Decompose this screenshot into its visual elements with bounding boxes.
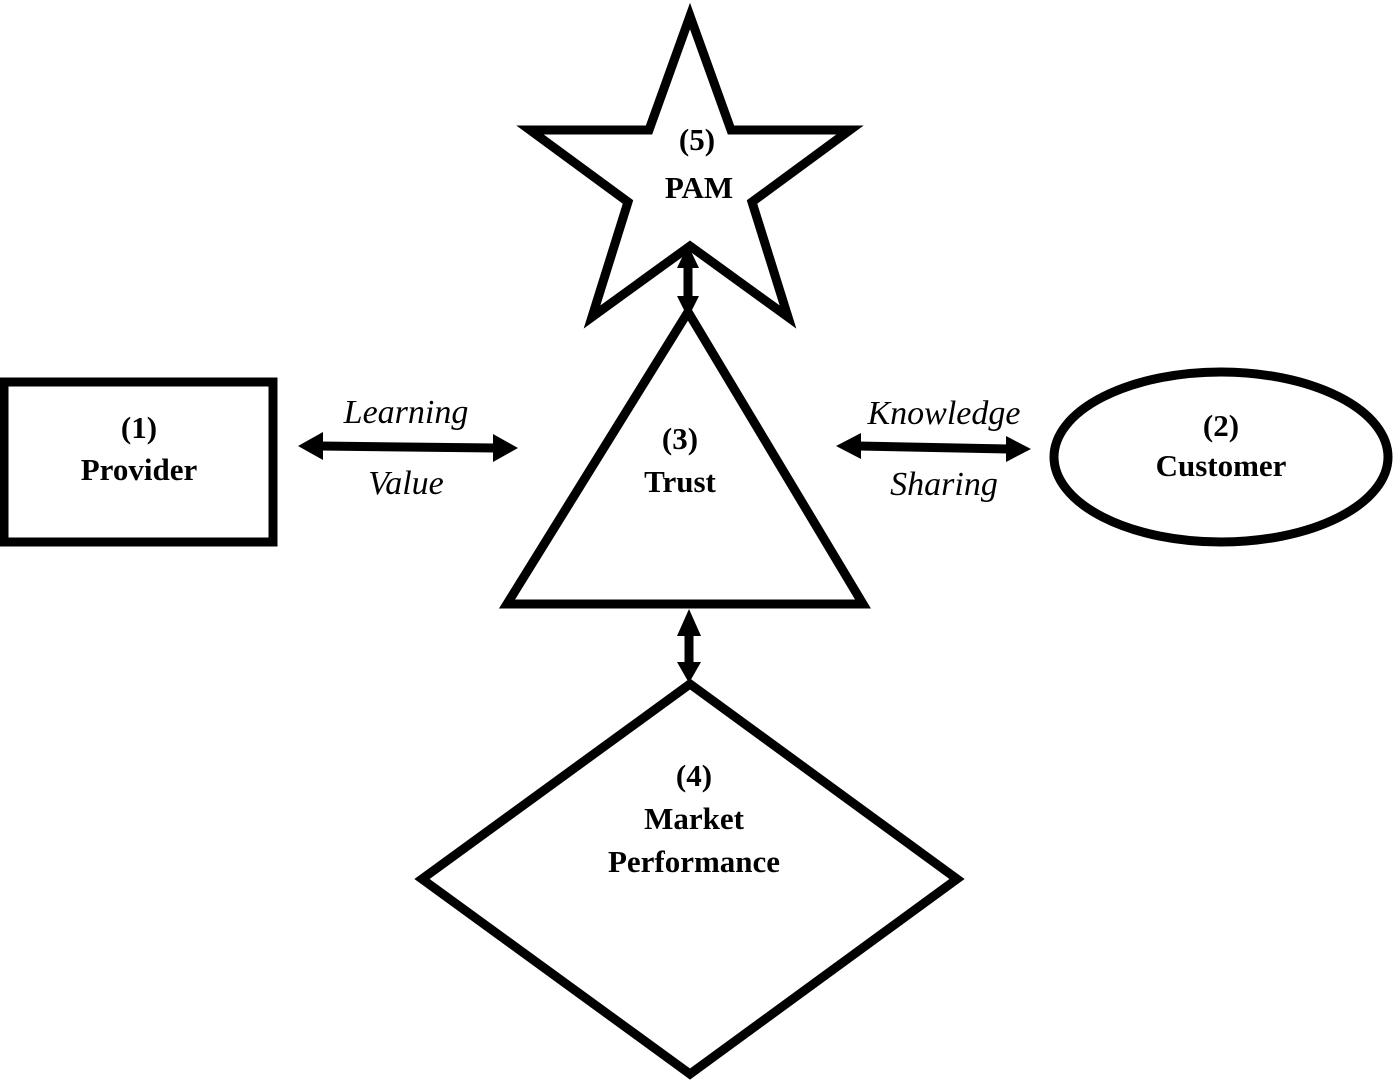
- node-customer[interactable]: (2) Customer: [1049, 367, 1393, 547]
- arrow-shaft: [319, 441, 496, 453]
- arrow-head-up-icon: [677, 245, 699, 268]
- edge-trust-pam[interactable]: [677, 245, 699, 318]
- arrow-head-left-icon: [836, 433, 861, 459]
- edge-trust-market[interactable]: [677, 609, 701, 683]
- diamond-shape: [414, 678, 965, 1080]
- edge-label-sharing: Sharing: [890, 466, 998, 503]
- arrow-head-left-icon: [298, 432, 323, 460]
- arrow-head-up-icon: [677, 609, 701, 636]
- edge-label-knowledge: Knowledge: [867, 395, 1021, 432]
- node-provider-number: (1): [121, 410, 157, 445]
- edge-trust-customer[interactable]: Knowledge Sharing: [836, 395, 1031, 503]
- node-market-label-line2: Performance: [608, 844, 780, 879]
- node-provider[interactable]: (1) Provider: [0, 377, 278, 547]
- rectangle-shape: [0, 377, 278, 547]
- arrow-head-right-icon: [1006, 436, 1031, 462]
- triangle-shape: [498, 303, 871, 609]
- node-market-number: (4): [676, 758, 712, 793]
- node-pam[interactable]: (5) PAM: [516, 2, 864, 329]
- arrow-shaft: [857, 441, 1009, 454]
- arrow-head-down-icon: [677, 296, 699, 318]
- node-trust-label: Trust: [644, 464, 716, 499]
- arrow-head-right-icon: [493, 434, 518, 462]
- edge-label-learning: Learning: [343, 394, 469, 431]
- node-pam-label: PAM: [665, 170, 733, 205]
- edge-label-value: Value: [368, 465, 444, 502]
- arrow-head-down-icon: [677, 662, 701, 683]
- star-shape: [516, 2, 864, 329]
- node-trust[interactable]: (3) Trust: [498, 303, 871, 609]
- node-provider-label: Provider: [81, 452, 198, 487]
- node-trust-number: (3): [662, 421, 698, 456]
- node-customer-label: Customer: [1156, 448, 1287, 483]
- node-customer-number: (2): [1203, 408, 1239, 443]
- ellipse-shape: [1049, 367, 1393, 547]
- node-market-performance[interactable]: (4) Market Performance: [414, 678, 965, 1080]
- node-pam-number: (5): [679, 122, 715, 157]
- node-market-label-line1: Market: [644, 801, 745, 836]
- edge-provider-trust[interactable]: Learning Value: [298, 394, 518, 502]
